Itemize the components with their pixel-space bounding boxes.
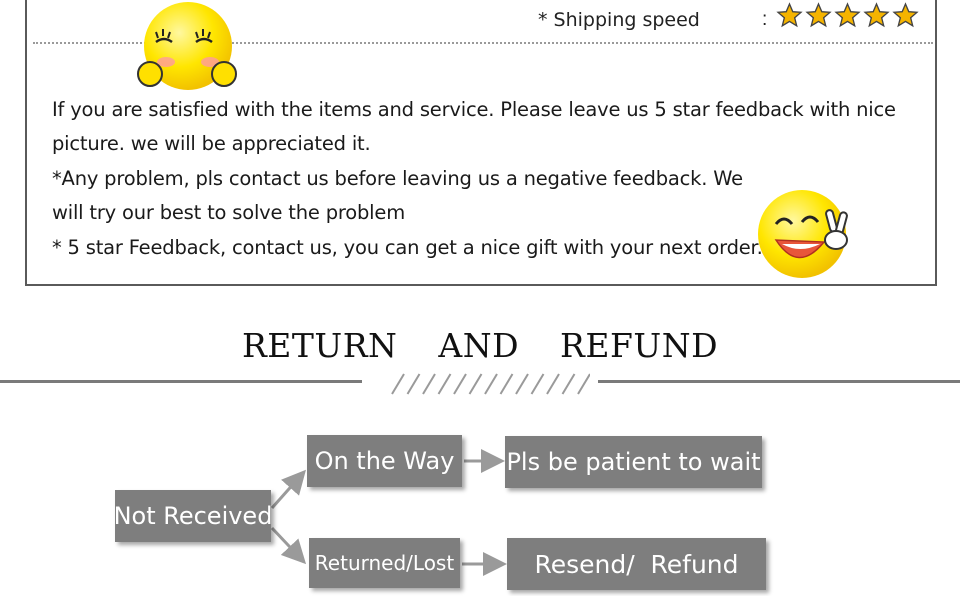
hatch-decoration [391, 373, 590, 395]
title-rule-right [598, 380, 960, 383]
feedback-line: If you are satisfied with the items and … [52, 98, 896, 121]
node-be-patient: Pls be patient to wait [505, 436, 762, 488]
feedback-line: * 5 star Feedback, contact us, you can g… [52, 236, 763, 259]
section-title: RETURN AND REFUND [241, 326, 719, 365]
node-on-the-way: On the Way [307, 435, 462, 487]
smiley-victory-icon [758, 190, 848, 278]
star-icon [892, 2, 919, 28]
connector-to-returned-lost [270, 526, 307, 565]
star-icon [863, 2, 890, 28]
shipping-speed-label: * Shipping speed [538, 9, 700, 31]
smiley-shy-icon [137, 2, 237, 90]
feedback-line: picture. we will be appreciated it. [52, 132, 371, 155]
title-rule-left [0, 380, 362, 383]
dotted-divider [33, 42, 933, 44]
shipping-speed-colon: : [762, 9, 768, 30]
connector-to-on-the-way [270, 469, 306, 509]
node-returned-lost: Returned/Lost [309, 538, 460, 588]
shipping-rating [776, 2, 919, 29]
node-resend-refund: Resend/ Refund [507, 538, 766, 590]
feedback-line: will try our best to solve the problem [52, 201, 405, 224]
star-icon [834, 2, 861, 28]
feedback-line: *Any problem, pls contact us before leav… [52, 167, 743, 190]
star-icon [805, 2, 832, 28]
node-not-received: Not Received [114, 490, 272, 542]
star-icon [776, 2, 803, 28]
